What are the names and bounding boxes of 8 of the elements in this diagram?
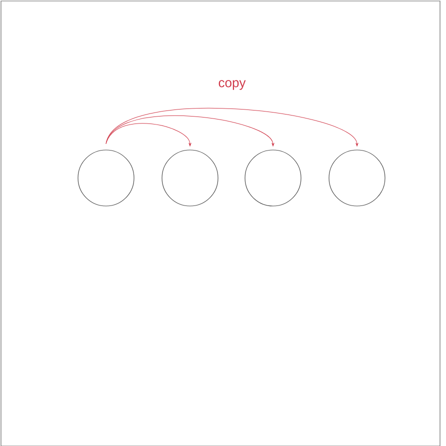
circle bbox=[244, 150, 302, 206]
arrow bbox=[106, 115, 274, 146]
arrow bbox=[106, 123, 192, 146]
edge-label: copy bbox=[218, 80, 246, 90]
circle bbox=[78, 150, 134, 206]
circle bbox=[328, 150, 386, 206]
arrow bbox=[106, 108, 358, 146]
circle bbox=[162, 150, 218, 206]
